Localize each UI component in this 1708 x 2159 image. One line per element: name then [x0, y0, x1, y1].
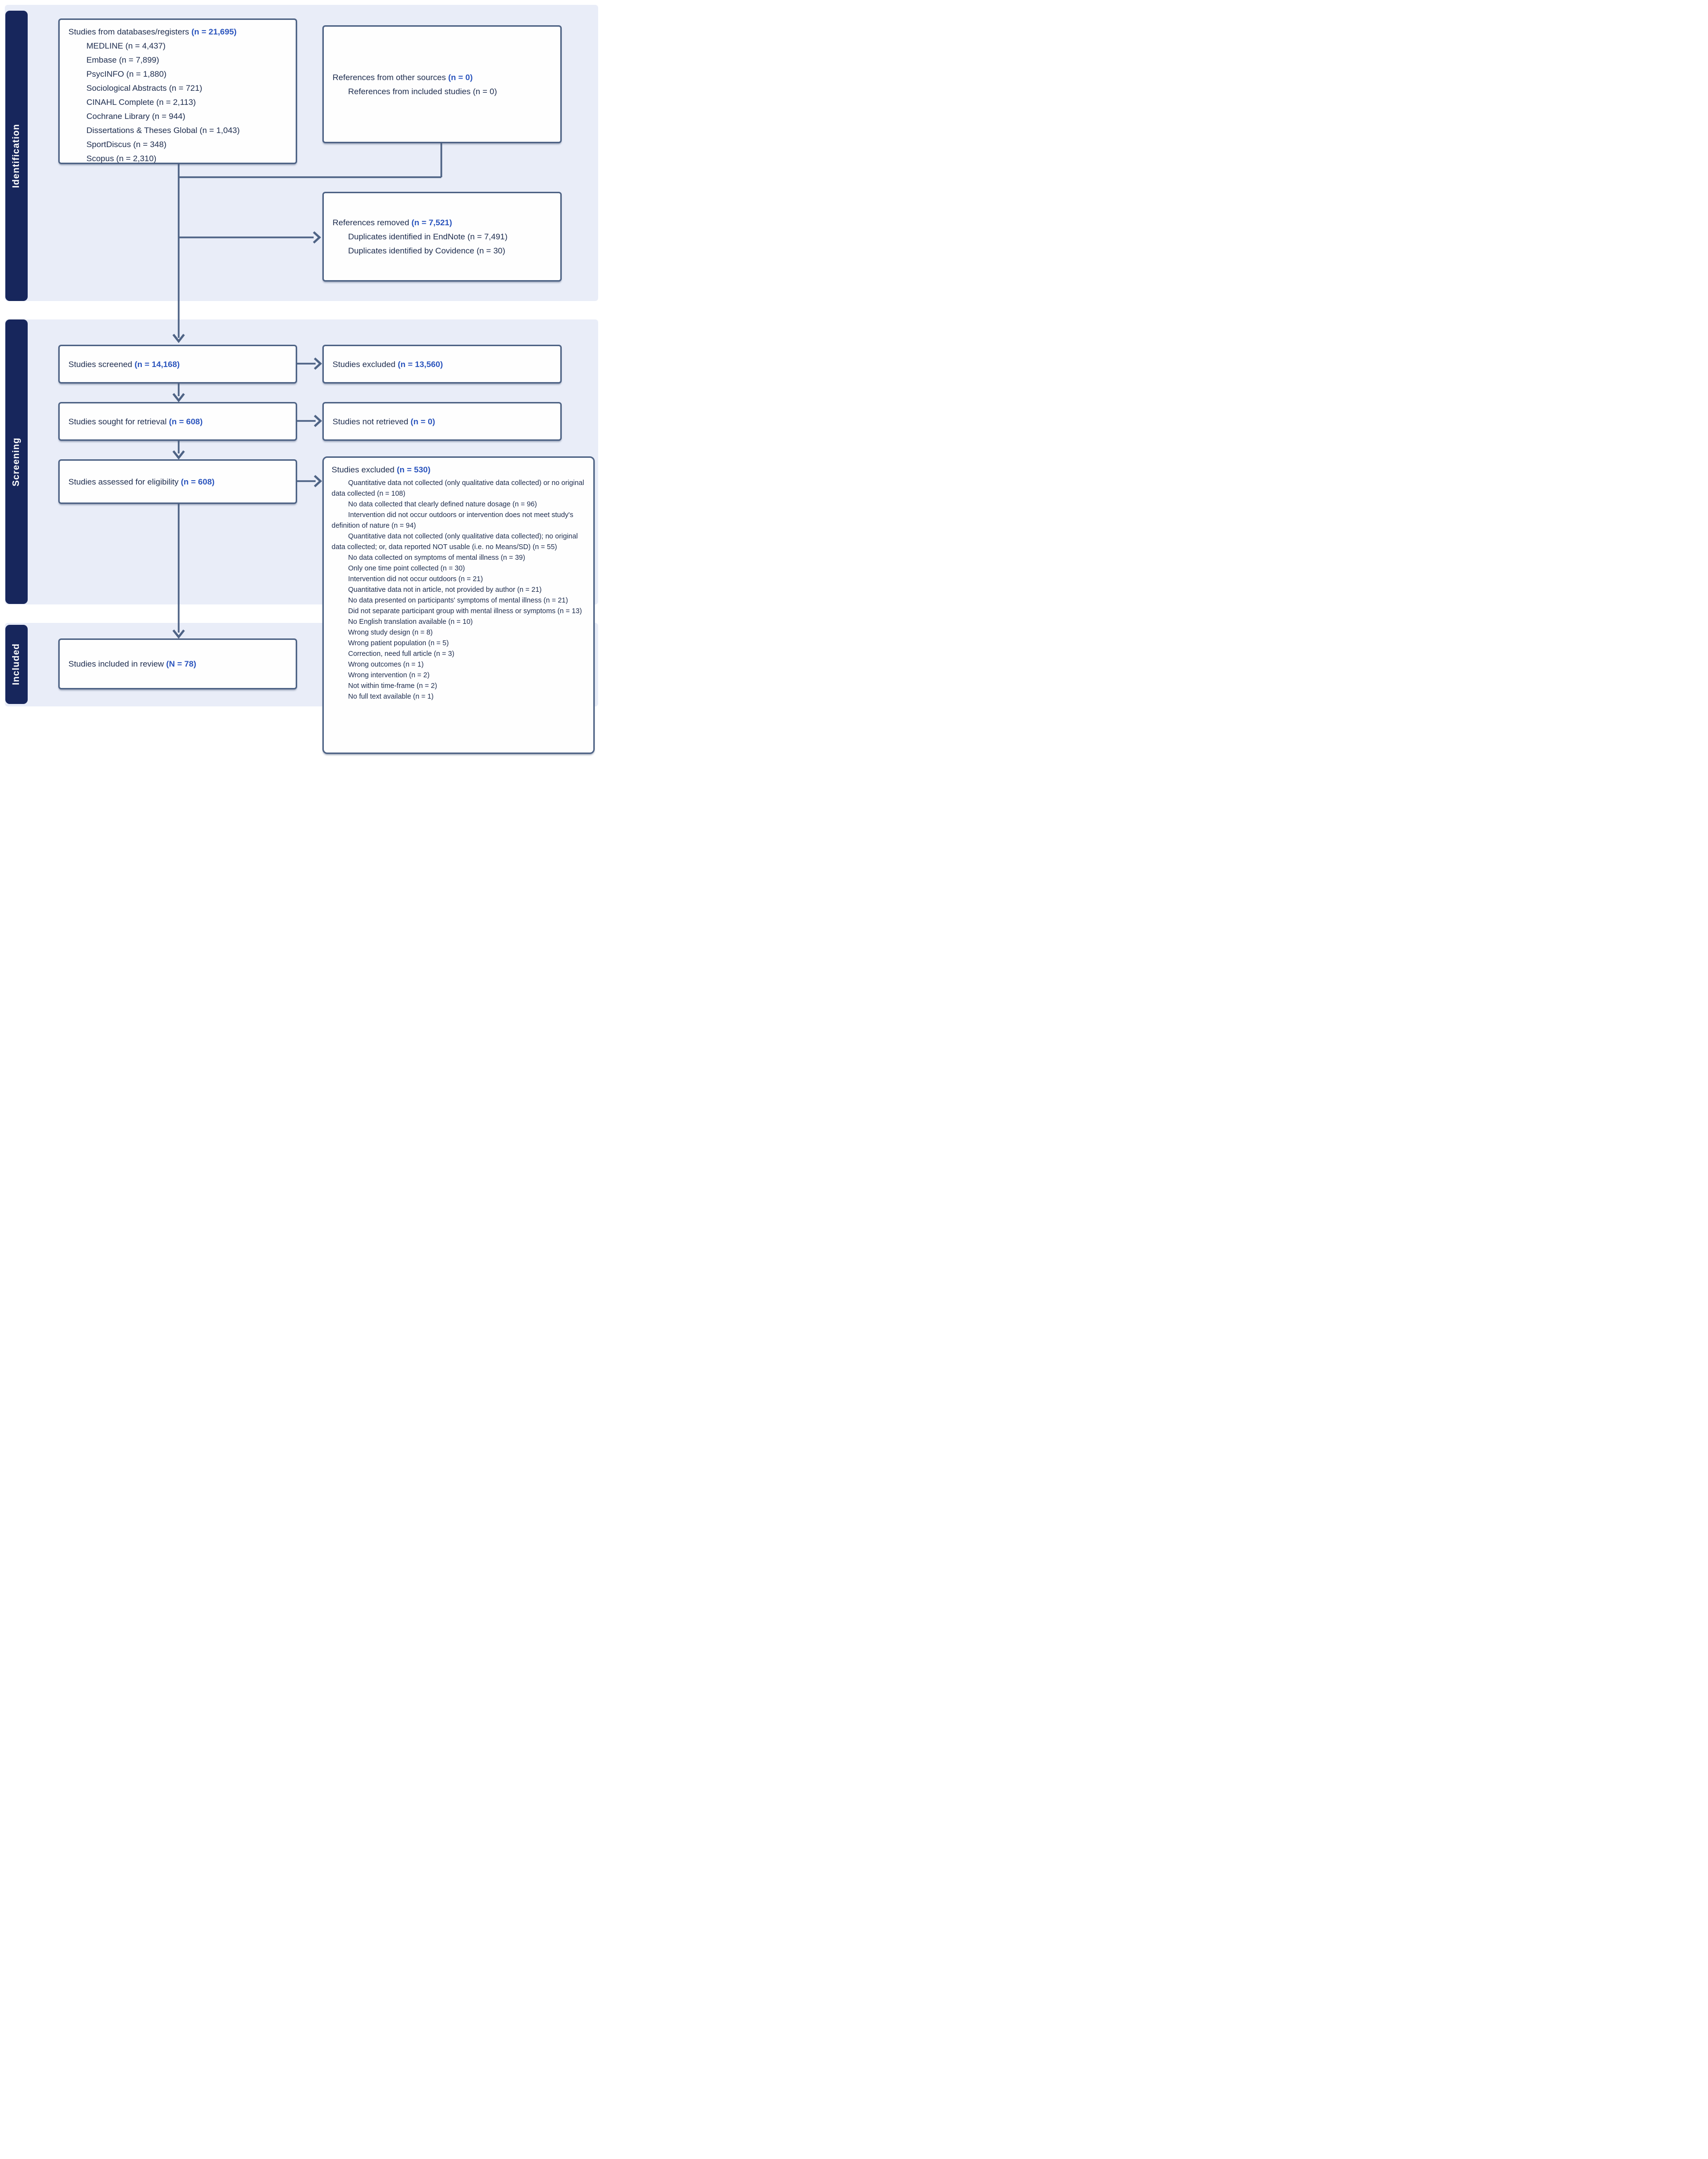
list-item: SportDiscus (n = 348)	[86, 140, 167, 149]
box-studies-excluded-eligibility: Studies excluded (n = 530) Quantitative …	[322, 456, 595, 754]
arrowhead-right-references-removed	[313, 231, 321, 244]
box-studies-not-retrieved: Studies not retrieved (n = 0)	[322, 402, 562, 441]
list-item: CINAHL Complete (n = 2,113)	[86, 98, 196, 107]
list-item: Only one time point collected (n = 30)	[348, 565, 465, 572]
box-title-row: Studies screened (n = 14,168)	[68, 357, 287, 371]
box-title: Studies excluded	[333, 359, 396, 369]
box-count: (n = 608)	[181, 477, 215, 486]
list-item: Did not separate participant group with …	[348, 607, 582, 615]
box-title-row: References from other sources (n = 0)	[333, 70, 552, 84]
references-removed-list: Duplicates identified in EndNote (n = 7,…	[333, 230, 552, 258]
box-title: Studies included in review	[68, 659, 164, 669]
box-studies-assessed: Studies assessed for eligibility (n = 60…	[58, 459, 297, 504]
box-title-row: Studies not retrieved (n = 0)	[333, 415, 552, 429]
box-studies-included: Studies included in review (N = 78)	[58, 638, 297, 689]
list-item: References from included studies (n = 0)	[348, 86, 497, 96]
box-studies-sought: Studies sought for retrieval (n = 608)	[58, 402, 297, 441]
list-item: No full text available (n = 1)	[348, 693, 434, 701]
list-item: No data collected on symptoms of mental …	[348, 554, 525, 562]
arrowhead-down-sought	[172, 393, 185, 402]
sidebar-stage-identification: Identification	[5, 11, 28, 301]
box-studies-screened: Studies screened (n = 14,168)	[58, 345, 297, 384]
list-item: Duplicates identified by Covidence (n = …	[348, 246, 505, 255]
list-item: Duplicates identified in EndNote (n = 7,…	[348, 232, 508, 241]
list-item: Wrong outcomes (n = 1)	[348, 661, 424, 669]
other-sources-list: References from included studies (n = 0)	[333, 84, 552, 99]
box-count: (N = 78)	[166, 659, 197, 669]
list-item: No data collected that clearly defined n…	[348, 501, 537, 508]
box-count: (n = 0)	[448, 72, 473, 82]
arrowhead-right-notretrieved	[314, 415, 322, 427]
arrowhead-down-assessed	[172, 450, 185, 460]
box-title-row: Studies sought for retrieval (n = 608)	[68, 415, 287, 429]
list-item: Quantitative data not collected (only qu…	[332, 479, 585, 498]
database-list: MEDLINE (n = 4,437) Embase (n = 7,899) Psy…	[68, 39, 287, 166]
list-item: Quantitative data not in article, not pr…	[348, 586, 542, 594]
list-item: Scopus (n = 2,310)	[86, 154, 157, 163]
arrowheads	[172, 231, 322, 639]
list-item: Wrong patient population (n = 5)	[348, 639, 449, 647]
list-item: Intervention did not occur outdoors (n =…	[348, 575, 483, 583]
box-title-row: Studies included in review (N = 78)	[68, 657, 287, 671]
prisma-flow-diagram: Identification Screening Included S	[0, 0, 602, 761]
box-title-row: Studies from databases/registers (n = 21…	[68, 25, 287, 39]
box-title: Studies screened	[68, 359, 133, 369]
list-item: Wrong intervention (n = 2)	[348, 671, 430, 679]
list-item: No data presented on participants' sympt…	[348, 597, 568, 604]
arrowhead-right-excluded-eligibility	[314, 475, 322, 487]
box-count: (n = 0)	[410, 417, 435, 426]
list-item: MEDLINE (n = 4,437)	[86, 41, 166, 50]
list-item: Not within time-frame (n = 2)	[348, 682, 437, 690]
box-count: (n = 608)	[168, 417, 203, 426]
box-count: (n = 21,695)	[191, 27, 237, 36]
box-title-row: Studies excluded (n = 13,560)	[333, 357, 552, 371]
box-title-row: References removed (n = 7,521)	[333, 216, 552, 230]
box-title: Studies from databases/registers	[68, 27, 189, 36]
box-studies-excluded-screening: Studies excluded (n = 13,560)	[322, 345, 562, 384]
list-item: Dissertations & Theses Global (n = 1,043…	[86, 126, 240, 135]
list-item: Sociological Abstracts (n = 721)	[86, 84, 202, 93]
box-references-removed: References removed (n = 7,521) Duplicate…	[322, 192, 562, 282]
box-references-other-sources: References from other sources (n = 0) Re…	[322, 25, 562, 143]
box-studies-from-databases: Studies from databases/registers (n = 21…	[58, 18, 297, 164]
box-title: Studies excluded	[332, 465, 395, 474]
box-title-row: Studies assessed for eligibility (n = 60…	[68, 475, 287, 489]
list-item: Cochrane Library (n = 944)	[86, 112, 185, 121]
box-title: Studies not retrieved	[333, 417, 408, 426]
list-item: PsycINFO (n = 1,880)	[86, 69, 167, 79]
arrowhead-down-screened	[172, 334, 185, 343]
box-count: (n = 13,560)	[398, 359, 443, 369]
list-item: No English translation available (n = 10…	[348, 618, 473, 626]
connector-arrows	[172, 143, 442, 639]
box-count: (n = 14,168)	[134, 359, 180, 369]
box-count: (n = 530)	[397, 465, 431, 474]
box-title: References removed	[333, 218, 409, 227]
box-title: Studies assessed for eligibility	[68, 477, 179, 486]
sidebar-stage-screening: Screening	[5, 319, 28, 604]
arrowhead-right-excluded-screening	[314, 357, 322, 370]
exclusion-reason-list: Quantitative data not collected (only qu…	[332, 478, 586, 702]
arrowhead-down-included	[172, 629, 185, 639]
box-count: (n = 7,521)	[411, 218, 452, 227]
box-title: References from other sources	[333, 72, 446, 82]
list-item: Intervention did not occur outdoors or i…	[332, 511, 573, 530]
box-title-row: Studies excluded (n = 530)	[332, 463, 586, 477]
list-item: Embase (n = 7,899)	[86, 55, 159, 65]
list-item: Correction, need full article (n = 3)	[348, 650, 454, 658]
sidebar-stage-included: Included	[5, 625, 28, 704]
list-item: Wrong study design (n = 8)	[348, 629, 433, 636]
list-item: Quantitative data not collected (only qu…	[332, 533, 578, 551]
box-title: Studies sought for retrieval	[68, 417, 167, 426]
